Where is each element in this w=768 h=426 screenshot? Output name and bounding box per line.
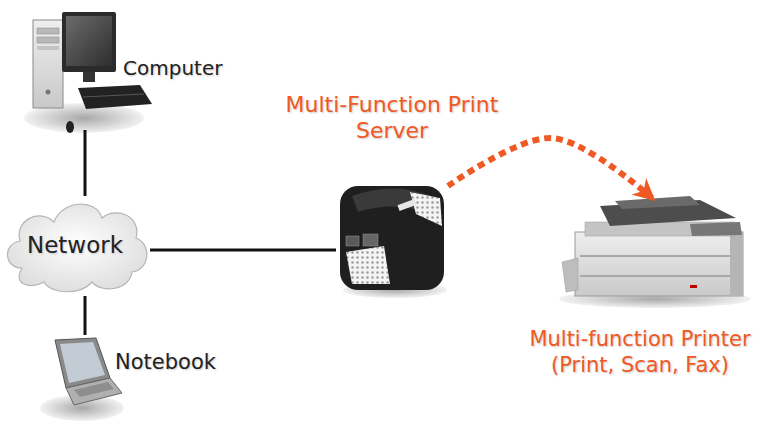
brand-badge — [398, 199, 417, 211]
control-panel — [690, 222, 742, 236]
notebook-screen — [60, 342, 105, 383]
notebook-keyboard — [74, 382, 114, 397]
notebook-node: Notebook — [42, 335, 117, 423]
printer-illustration — [559, 196, 751, 308]
server-body — [340, 186, 444, 290]
printer-side — [730, 232, 743, 296]
computer-tower — [33, 20, 63, 108]
lan-port — [363, 234, 378, 246]
notebook-base — [66, 378, 122, 405]
drive-bay — [37, 37, 59, 43]
printer-logo — [690, 285, 697, 288]
monitor-screen — [66, 16, 112, 66]
network-cloud: Network — [0, 196, 150, 296]
server-panel — [410, 192, 442, 226]
device-label: Notebook — [115, 349, 255, 375]
device-label: Multi-function Printer (Print, Scan, Fax… — [515, 326, 765, 378]
network-cable — [150, 249, 336, 252]
keyboard — [78, 85, 152, 109]
paper-drawer — [580, 255, 730, 257]
device-label: Computer — [123, 55, 273, 81]
mouse — [66, 121, 74, 133]
printer-body — [575, 232, 743, 296]
drive-bay — [37, 28, 59, 34]
monitor-bezel — [62, 12, 116, 72]
network-label: Network — [0, 230, 150, 260]
print-server-node: Multi-Function Print Server — [336, 180, 448, 295]
computer-node: Computer — [25, 5, 120, 130]
feeder-tray — [615, 196, 700, 209]
device-label: Multi-Function Print Server — [273, 92, 511, 144]
usb-port — [346, 236, 359, 246]
paper-drawer — [580, 275, 730, 277]
drive-bay — [37, 46, 59, 50]
server-panel — [346, 246, 390, 284]
printer-node: Multi-function Printer (Print, Scan, Fax… — [562, 198, 750, 304]
power-button — [46, 90, 51, 95]
notebook-illustration — [40, 338, 124, 421]
print-server-illustration — [340, 186, 447, 298]
keyboard-keys — [83, 94, 144, 97]
network-cable — [84, 296, 87, 335]
print-link — [448, 138, 652, 198]
output-tray — [562, 258, 578, 292]
network-cable — [84, 130, 87, 196]
